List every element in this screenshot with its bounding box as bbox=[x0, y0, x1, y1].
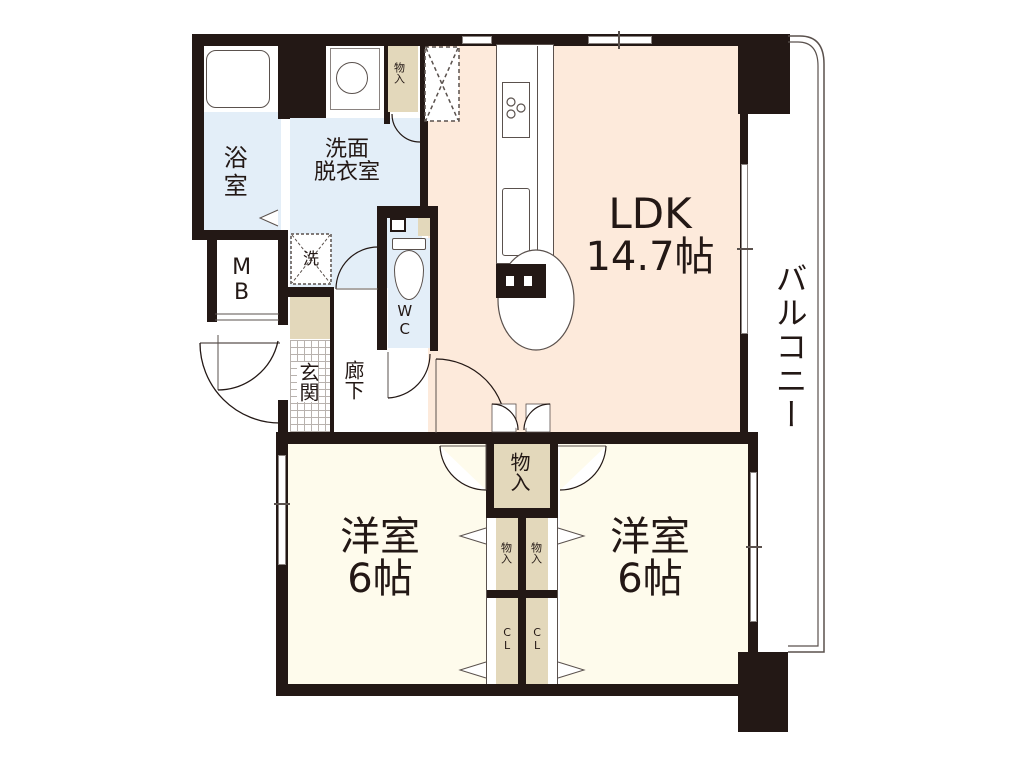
basin-bowl-icon bbox=[336, 62, 368, 94]
window-mullion bbox=[618, 31, 620, 49]
door-swing-right-room bbox=[558, 445, 607, 491]
window-right-room-mullion bbox=[746, 546, 762, 548]
bath-door-marker-icon bbox=[258, 209, 279, 227]
wall-left-bath bbox=[192, 34, 204, 239]
washroom-label: 洗面 脱衣室 bbox=[313, 137, 380, 186]
wall-closet-center bbox=[518, 515, 526, 690]
ldk-floor bbox=[428, 44, 746, 432]
wall-wc-top bbox=[377, 206, 437, 218]
stove-icon bbox=[502, 82, 530, 138]
wall-mid-horizontal bbox=[278, 432, 488, 444]
western-room-right-floor bbox=[560, 443, 752, 685]
closet-door-marker-icon bbox=[557, 527, 586, 545]
closet-door-left-rail bbox=[486, 518, 487, 684]
door-swing-wc bbox=[387, 352, 431, 399]
left-storage-floor bbox=[496, 518, 518, 590]
window-top-right bbox=[588, 36, 652, 44]
kitchen-counter-front bbox=[496, 264, 546, 298]
door-swing-mb bbox=[215, 313, 279, 321]
refrigerator-space-icon bbox=[424, 46, 460, 122]
wall-ldk-left bbox=[420, 34, 428, 209]
washroom-storage-label: 物入 bbox=[392, 62, 406, 84]
window-ldk-east-mullion bbox=[737, 248, 753, 250]
left-closet-label: CL bbox=[500, 626, 514, 652]
wall-mb-right bbox=[278, 230, 288, 325]
wc-shelf-box bbox=[390, 218, 406, 232]
cabinet-knob-icon bbox=[524, 276, 532, 286]
bath-floor bbox=[203, 112, 281, 232]
counter-edge bbox=[537, 46, 538, 262]
sink-icon bbox=[502, 188, 530, 256]
wall-closet-mid bbox=[486, 590, 558, 598]
western-room-right-label: 洋室 6帖 bbox=[610, 514, 690, 602]
wall-entrance-left bbox=[278, 400, 288, 445]
right-closet-floor bbox=[526, 598, 548, 684]
toilet-tank-icon bbox=[392, 238, 426, 250]
wall-col-bath bbox=[278, 34, 326, 118]
ldk-name: LDK bbox=[608, 189, 692, 238]
door-swing-washroom bbox=[335, 246, 379, 290]
hall-storage-floor bbox=[494, 444, 550, 508]
wall-entrance-divider bbox=[330, 287, 334, 432]
wall-closet-top bbox=[486, 510, 558, 518]
bathtub-icon bbox=[206, 50, 270, 108]
window-left-room bbox=[278, 455, 286, 565]
balcony-railing bbox=[788, 35, 825, 653]
wall-bath-bottom bbox=[192, 230, 287, 240]
door-swing-entrance bbox=[199, 335, 281, 424]
wall-mid-right bbox=[556, 432, 756, 444]
window-left-room-mullion bbox=[274, 503, 290, 505]
closet-door-marker-icon bbox=[557, 661, 586, 679]
bath-label: 浴室 bbox=[219, 145, 248, 201]
right-storage-floor bbox=[526, 518, 548, 590]
wall-washroom-storage bbox=[384, 34, 390, 124]
shoe-storage bbox=[290, 297, 330, 339]
wall-wc-right bbox=[430, 206, 438, 351]
right-closet-label: CL bbox=[530, 626, 544, 652]
ldk-label: LDK 14.7帖 bbox=[560, 189, 740, 281]
wall-mb-left bbox=[207, 230, 217, 322]
hall-storage-label: 物入 bbox=[507, 452, 531, 492]
closet-door-right-rail bbox=[557, 518, 558, 684]
left-closet-floor bbox=[496, 598, 518, 684]
wc-label: WC bbox=[395, 302, 414, 338]
washer-label: 洗 bbox=[302, 249, 319, 268]
wall-bottom bbox=[276, 684, 744, 696]
right-storage-label: 物入 bbox=[529, 542, 543, 564]
left-storage-label: 物入 bbox=[499, 542, 513, 564]
door-swing-washroom-storage bbox=[391, 113, 421, 143]
balcony-label: バルコニー bbox=[770, 262, 809, 432]
washroom-storage-floor bbox=[388, 46, 418, 112]
wall-bottom-right-column bbox=[738, 652, 788, 732]
burner-icon bbox=[506, 97, 526, 119]
wall-wc-left bbox=[377, 208, 387, 350]
wall-wash-bottom bbox=[286, 287, 330, 297]
closet-door-marker-icon bbox=[458, 661, 487, 679]
hallway-label: 廊下 bbox=[341, 360, 365, 400]
mb-label: MB bbox=[229, 255, 255, 305]
kitchen-counter bbox=[496, 44, 554, 264]
window-top-left bbox=[462, 36, 492, 44]
toilet-bowl-icon bbox=[394, 250, 424, 300]
closet-door-marker-icon bbox=[458, 527, 487, 545]
door-swing-storage-double bbox=[491, 403, 551, 433]
ldk-size: 14.7帖 bbox=[585, 234, 715, 281]
cabinet-knob-icon bbox=[506, 276, 514, 286]
door-swing-left-room bbox=[439, 444, 487, 491]
washer-space-icon bbox=[290, 233, 332, 285]
entrance-label: 玄関 bbox=[296, 362, 320, 402]
western-room-left-label: 洋室 6帖 bbox=[340, 514, 420, 602]
western-room-left-floor bbox=[286, 443, 486, 685]
wc-shelf bbox=[418, 218, 430, 236]
